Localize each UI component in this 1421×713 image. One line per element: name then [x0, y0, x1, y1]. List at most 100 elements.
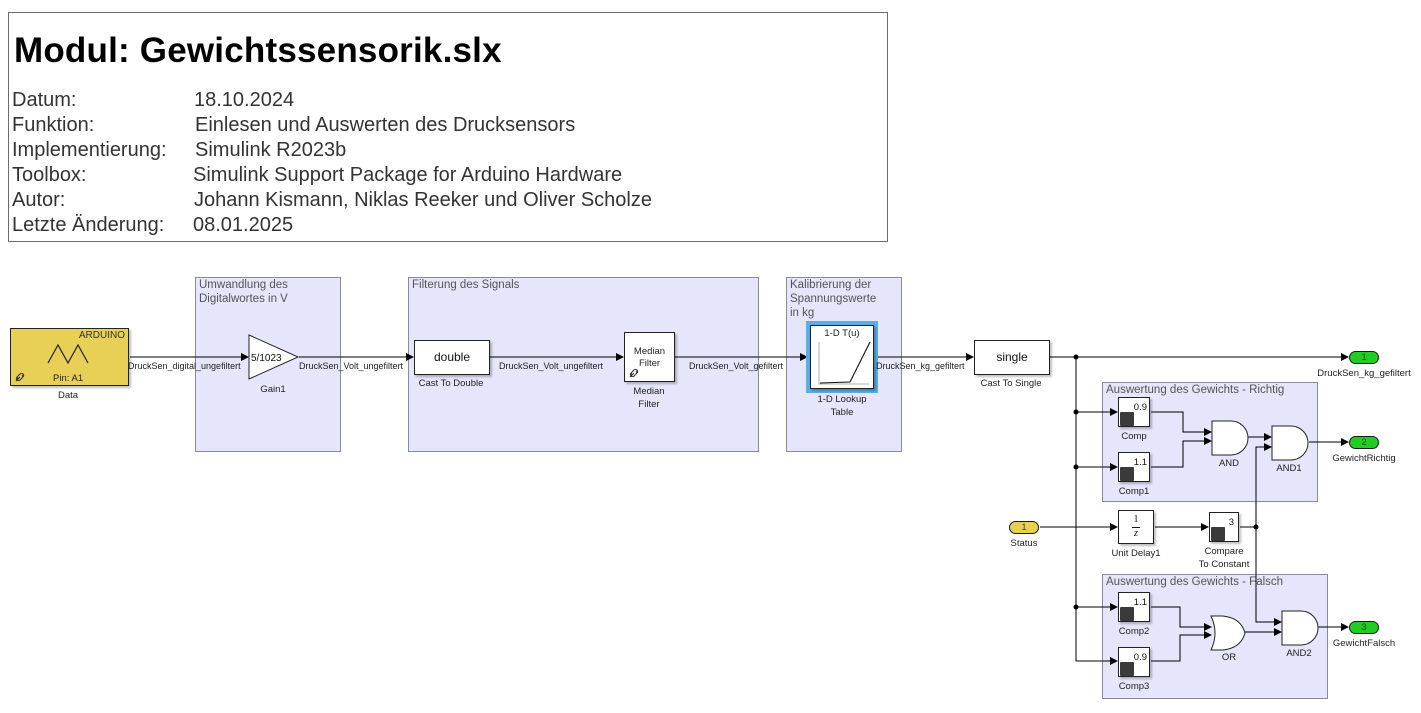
port-label: GewichtFalsch [1332, 638, 1396, 649]
info-label: Implementierung: [12, 139, 167, 161]
unit-delay-block[interactable]: 1 z [1118, 510, 1154, 544]
signal-label: DruckSen_digital_ungefiltert [128, 361, 241, 371]
block-text: 1-D T(u) [824, 328, 860, 339]
block-text: double [433, 350, 471, 364]
signal-label: DruckSen_Volt_gefiltert [689, 361, 784, 371]
port-label: Status [1010, 538, 1038, 549]
gain-value: 5/1023 [251, 353, 282, 364]
block-label: Cast To Single [980, 378, 1042, 389]
block-label: Compare To Constant [1198, 546, 1250, 570]
block-label: 1-D Lookup Table [817, 394, 867, 418]
delay-denominator: z [1134, 528, 1138, 539]
outport-1[interactable]: 1 [1349, 351, 1379, 364]
area-title: Auswertung des Gewichts - Richtig [1106, 384, 1285, 396]
lookup-table-block[interactable]: 1-D T(u) [810, 325, 874, 389]
port-label: DruckSen_kg_gefiltert [1317, 368, 1411, 379]
lookup-curve-icon [818, 341, 871, 385]
wire-comp2-or [1151, 606, 1212, 631]
info-value: Einlesen und Auswerten des Drucksensors [195, 114, 576, 136]
arduino-vendor-label: ARDUINO [78, 330, 125, 341]
wire-comp3-or [1151, 631, 1212, 662]
or-block[interactable] [1209, 615, 1249, 651]
block-label: OR [1221, 652, 1237, 663]
cast-to-single-block[interactable]: single [974, 340, 1050, 375]
model-info-annotation[interactable]: Modul: Gewichtssensorik.slx Datum: 18.10… [8, 12, 888, 242]
library-link-icon [1120, 467, 1134, 481]
signal-label: DruckSen_Volt_ungefiltert [299, 361, 404, 371]
comp-block[interactable]: 0.9 [1118, 397, 1150, 427]
library-link-icon [15, 372, 25, 382]
branch-point [1253, 524, 1259, 530]
and2-block[interactable] [1281, 610, 1321, 646]
inport-status[interactable]: 1 [1009, 521, 1039, 534]
cast-to-double-block[interactable]: double [414, 340, 490, 375]
signal-label: DruckSen_Volt_ungefiltert [499, 361, 604, 371]
library-link-icon [1211, 527, 1225, 541]
block-label: Comp [1121, 431, 1147, 442]
branch-point [1073, 409, 1079, 415]
info-label: Letzte Änderung: [12, 214, 165, 236]
area-title: Kalibrierung der Spannungswerte in kg [790, 279, 877, 319]
wire-compare-and1 [1240, 443, 1272, 528]
library-link-icon [1120, 412, 1134, 426]
block-label: Comp1 [1118, 486, 1150, 497]
block-label: Comp2 [1118, 626, 1150, 637]
comp1-block[interactable]: 1.1 [1118, 452, 1150, 482]
comp2-block[interactable]: 1.1 [1118, 592, 1150, 622]
model-title: Modul: Gewichtssensorik.slx [14, 31, 502, 70]
area-title: Filterung des Signals [412, 279, 520, 291]
area-title: Auswertung des Gewichts - Falsch [1106, 576, 1284, 588]
block-text: Median Filter [633, 346, 666, 369]
block-label: AND2 [1286, 648, 1312, 659]
outport-3[interactable]: 3 [1349, 621, 1379, 634]
info-label: Autor: [12, 189, 66, 211]
block-label: AND [1218, 458, 1240, 469]
arduino-analog-input-block[interactable]: ARDUINO Pin: A1 [10, 328, 129, 386]
fraction-bar [1132, 527, 1140, 528]
block-label: AND1 [1276, 463, 1302, 474]
branch-point [1073, 464, 1079, 470]
wire-compare-and2 [1255, 527, 1282, 626]
and1-block[interactable] [1271, 425, 1311, 461]
info-label: Funktion: [12, 114, 95, 136]
comp3-block[interactable]: 0.9 [1118, 647, 1150, 677]
signal-label: DruckSen_kg_gefiltert [876, 361, 965, 371]
compare-value: 0.9 [1133, 652, 1147, 663]
analog-wave-icon [47, 343, 89, 365]
library-link-icon [1120, 662, 1134, 676]
block-label: Data [57, 390, 79, 401]
library-link-icon [629, 368, 639, 378]
port-label: GewichtRichtig [1332, 453, 1396, 464]
info-value: Simulink R2023b [195, 139, 347, 161]
info-value: 08.01.2025 [193, 214, 294, 236]
gain-block[interactable]: 5/1023 [248, 334, 302, 380]
info-label: Toolbox: [12, 164, 87, 186]
pin-label: Pin: A1 [53, 373, 84, 384]
wire-comp-and [1151, 411, 1212, 436]
info-value: Johann Kismann, Niklas Reeker und Oliver… [194, 189, 652, 211]
library-link-icon [1120, 607, 1134, 621]
delay-numerator: 1 [1133, 514, 1139, 525]
block-label: Median Filter [633, 386, 665, 410]
block-label: Gain1 [260, 384, 286, 395]
info-label: Datum: [12, 89, 77, 111]
info-value: Simulink Support Package for Arduino Har… [193, 164, 623, 186]
block-label: Comp3 [1118, 681, 1150, 692]
and-block[interactable] [1211, 420, 1251, 456]
info-value: 18.10.2024 [194, 89, 295, 111]
compare-value: 1.1 [1133, 457, 1147, 468]
median-filter-block[interactable]: Median Filter [624, 332, 675, 382]
wire-bus [1075, 357, 1118, 665]
area-title: Umwandlung des Digitalwortes in V [199, 279, 288, 305]
branch-point [1073, 604, 1079, 610]
compare-value: 1.1 [1133, 597, 1147, 608]
block-label: Unit Delay1 [1111, 548, 1161, 559]
compare-to-constant-block[interactable]: 3 [1209, 512, 1239, 542]
compare-value: 0.9 [1133, 402, 1147, 413]
block-text: single [996, 350, 1028, 364]
wire-comp1-and [1151, 437, 1212, 468]
block-label: Cast To Double [418, 378, 484, 389]
outport-2[interactable]: 2 [1349, 436, 1379, 449]
